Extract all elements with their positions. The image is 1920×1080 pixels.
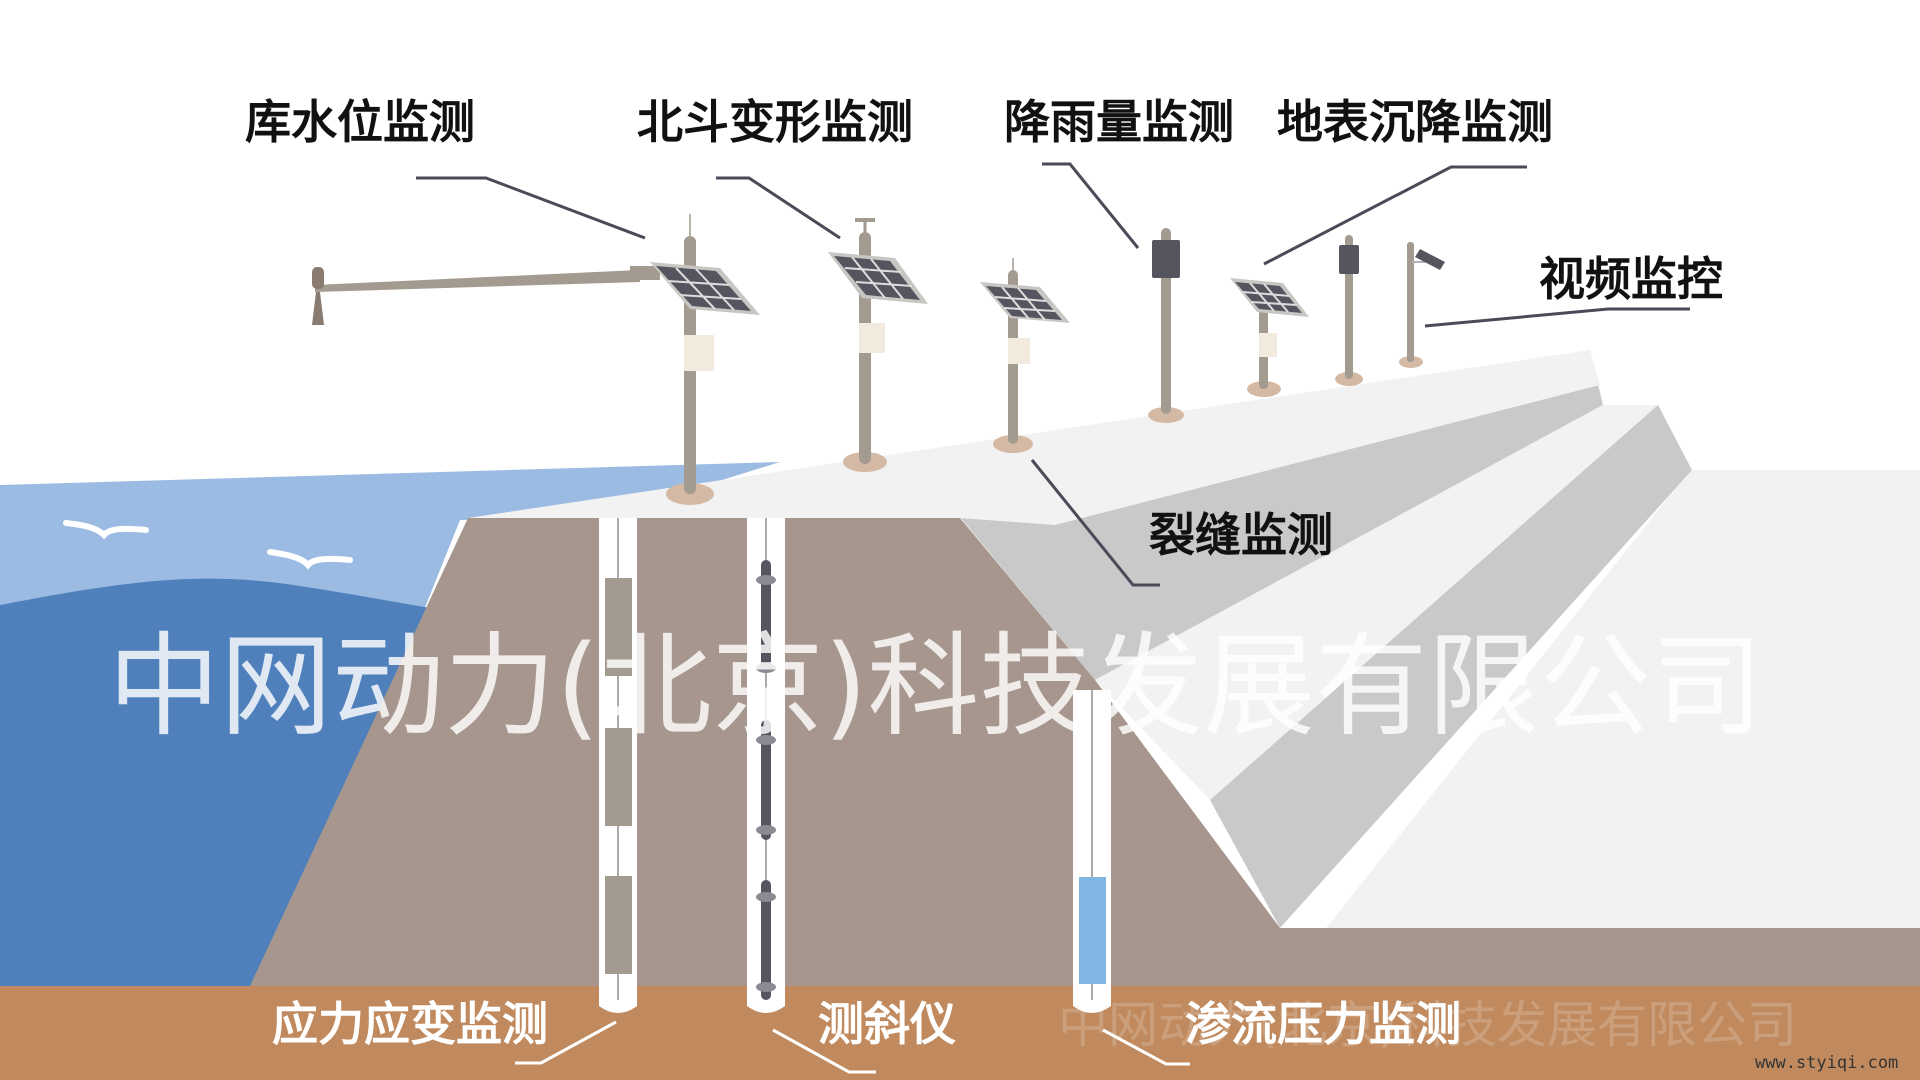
crack-station [980,258,1070,453]
label-seepage-pressure: 渗流压力监测 [1185,997,1461,1051]
dam-berm [1095,405,1658,800]
strain-gauge [605,728,632,826]
strain-gauge [605,876,632,974]
stress-strain-borehole [599,518,637,1013]
label-inclinometer: 测斜仪 [818,997,956,1051]
rain-gauge [1152,240,1180,278]
label-crack: 裂缝监测 [1149,508,1333,562]
bird-icon [267,549,353,570]
camera-icon [1415,249,1445,270]
video-camera-station [1399,242,1445,368]
gnss-station [1335,235,1363,386]
label-rainfall: 降雨量监测 [1004,95,1234,149]
piezometer [1079,877,1106,984]
watermark-url: www.styiqi.com [1755,1053,1898,1073]
radar-level-sensor [312,267,324,289]
leader-lines [416,162,1690,587]
rain-gauge-station [1148,228,1184,423]
label-stress-strain: 应力应变监测 [272,997,548,1051]
label-surface-settlement: 地表沉降监测 [1277,95,1553,149]
dam-right-bottom [1270,928,1920,986]
foundation-layer [0,986,1920,1080]
reservoir-water-deep [0,578,470,986]
inclinometer-borehole [747,518,785,1013]
bird-icon [63,520,149,540]
downstream-ground [1280,470,1920,986]
reservoir-level-station [312,214,760,505]
settlement-station [1230,278,1309,397]
dam-slope-upper [960,350,1603,680]
watermark-company: 中网动力(北京)科技发展有限公司 [108,622,1763,752]
seepage-borehole [1073,690,1111,1013]
label-video: 视频监控 [1539,252,1723,306]
strain-gauge [605,578,632,676]
dam-slope-lower [1210,405,1692,928]
leader-lines-bottom [515,1020,1190,1074]
beidou-station [828,218,928,472]
watermark-company-bottom: 中网动力(北京)科技发展有限公司 [1058,996,1797,1054]
dam-crest [468,350,1600,525]
label-beidou-deformation: 北斗变形监测 [637,95,913,149]
label-reservoir-level: 库水位监测 [245,95,475,149]
